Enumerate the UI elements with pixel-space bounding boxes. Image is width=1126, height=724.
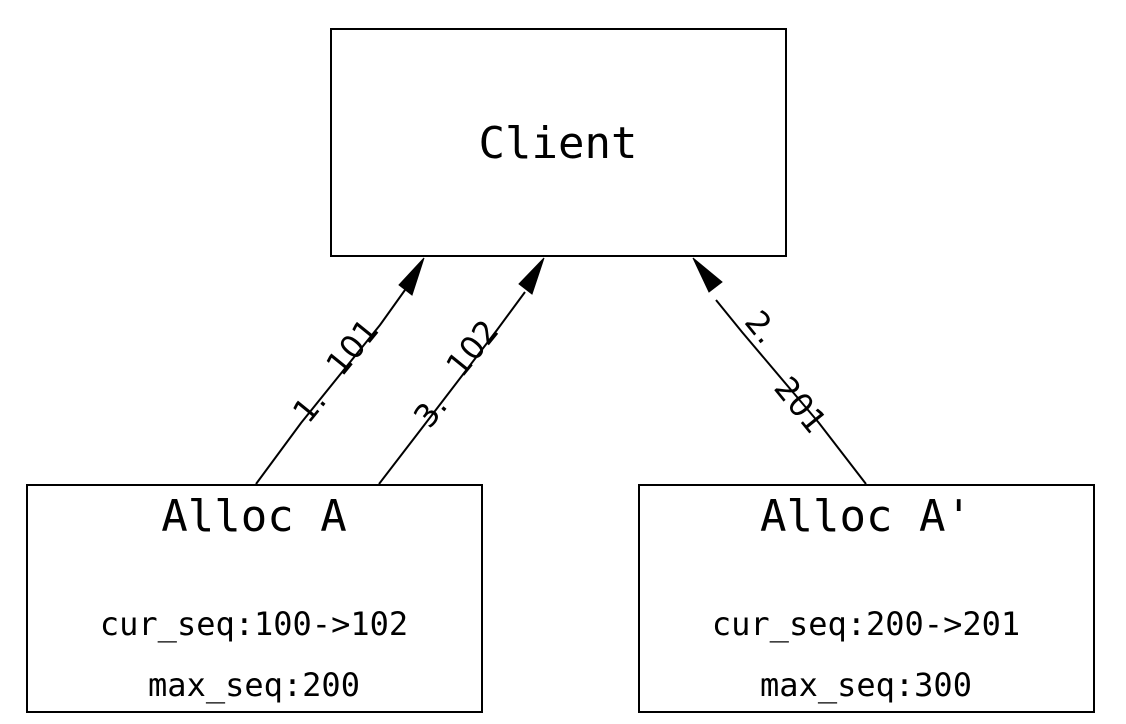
- edge-1-value-label: 101: [318, 311, 386, 382]
- edge-1-line: [255, 289, 406, 485]
- alloc-a-prime-cur-seq: cur_seq:200->201: [712, 605, 1020, 643]
- alloc-a-prime-title: Alloc A': [760, 491, 972, 542]
- alloc-a-node: Alloc A cur_seq:100->102 max_seq:200: [26, 484, 483, 713]
- alloc-a-cur-seq: cur_seq:100->102: [100, 605, 408, 643]
- edge-2: 2. 201: [692, 257, 867, 485]
- client-node: Client: [330, 28, 787, 257]
- edge-3-line: [378, 291, 526, 485]
- client-box: [330, 28, 787, 257]
- alloc-a-prime-box: [638, 484, 1095, 713]
- alloc-a-box: [26, 484, 483, 713]
- edge-3-arrowhead: [518, 257, 545, 295]
- alloc-a-max-seq: max_seq:200: [148, 666, 360, 704]
- client-title: Client: [479, 118, 638, 169]
- alloc-a-title: Alloc A: [161, 491, 346, 542]
- edge-2-step-label: 2.: [737, 303, 786, 351]
- edge-2-line: [715, 299, 867, 485]
- alloc-a-prime-node: Alloc A' cur_seq:200->201 max_seq:300: [638, 484, 1095, 713]
- edge-1-step-label: 1.: [285, 382, 334, 430]
- edge-2-arrowhead: [692, 257, 723, 293]
- edge-3-value-label: 102: [438, 312, 506, 383]
- edge-1: 1. 101: [255, 257, 425, 485]
- edge-1-arrowhead: [398, 257, 425, 296]
- alloc-a-prime-max-seq: max_seq:300: [760, 666, 972, 704]
